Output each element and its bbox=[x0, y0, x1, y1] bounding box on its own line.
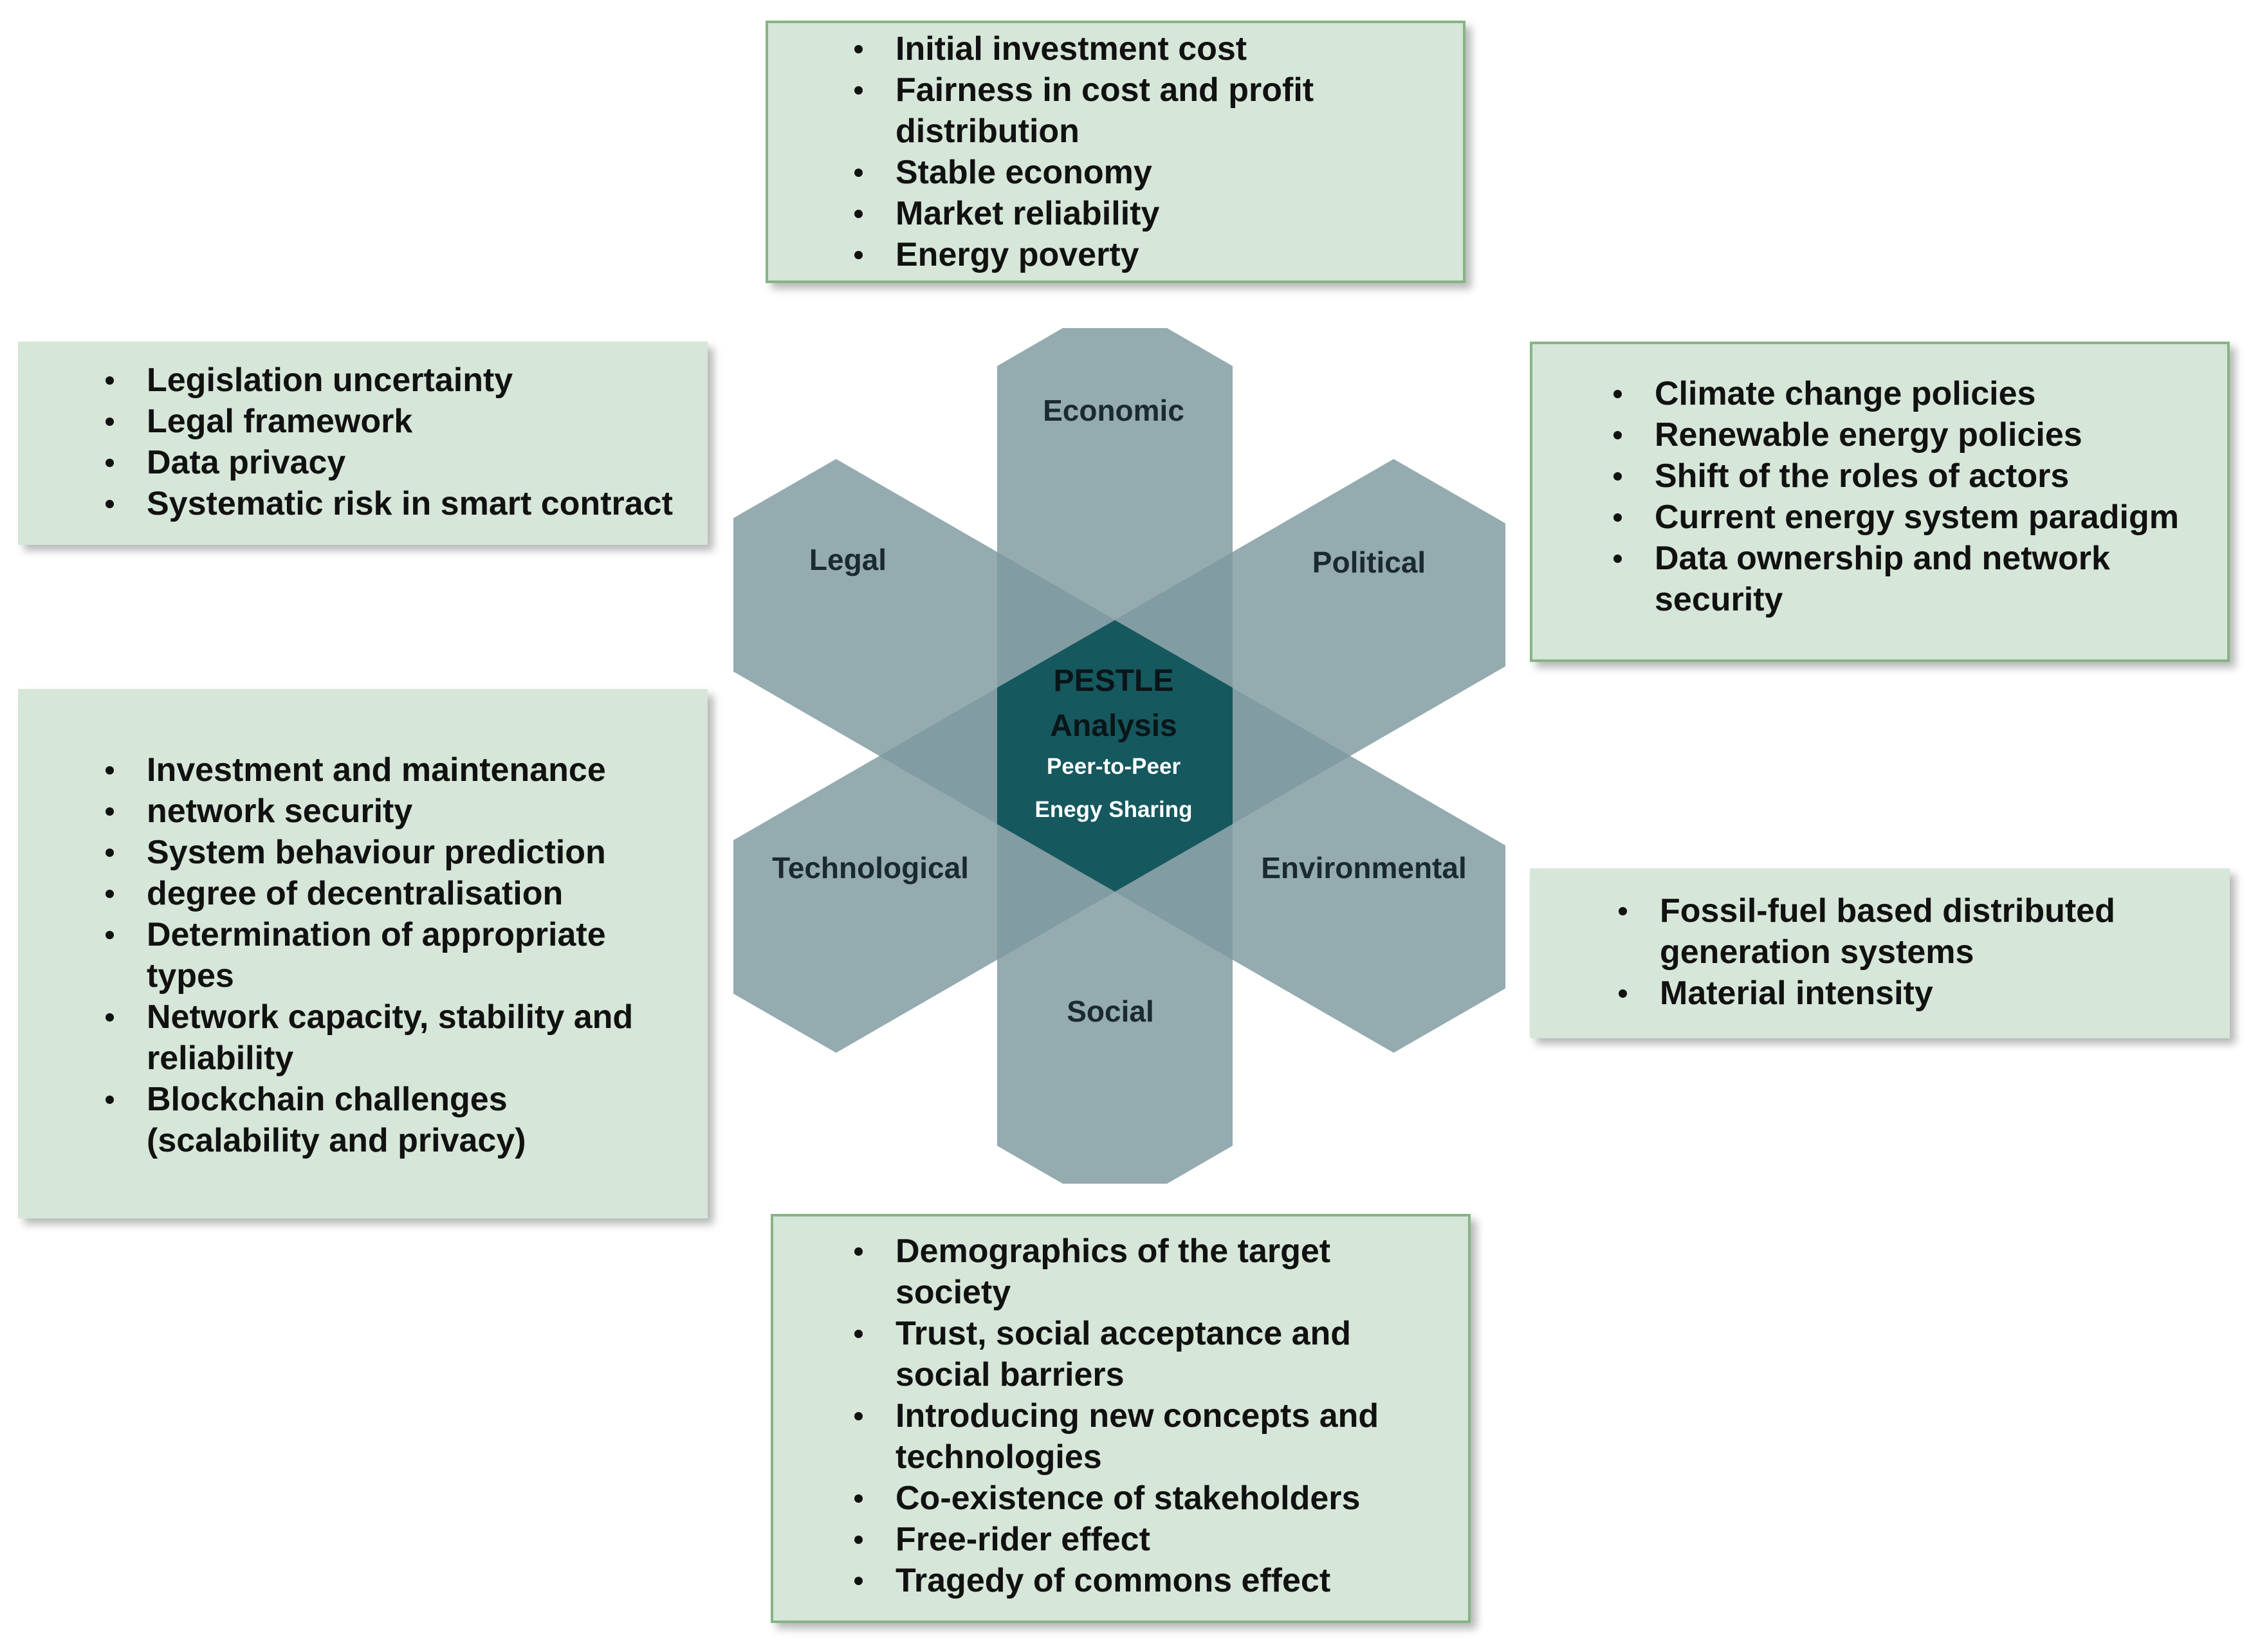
political-factor: Data ownership and network security bbox=[1613, 538, 2182, 620]
center-subtitle-line1: Peer-to-Peer bbox=[1047, 754, 1181, 779]
technological-factor: System behaviour prediction bbox=[106, 832, 705, 873]
social-factor: Tragedy of commons effect bbox=[854, 1560, 1468, 1601]
technological-factor: degree of decentralisation bbox=[106, 873, 705, 914]
legal-factor: Legislation uncertainty bbox=[106, 360, 705, 401]
center-title-line1: PESTLE bbox=[1054, 664, 1174, 698]
technological-factors-box: Investment and maintenance network secur… bbox=[18, 689, 708, 1218]
center-title-line2: Analysis bbox=[1050, 709, 1177, 743]
political-factor: Shift of the roles of actors bbox=[1613, 455, 2227, 497]
legal-factor: Data privacy bbox=[106, 442, 705, 483]
technological-factor: Network capacity, stability and reliabil… bbox=[106, 996, 674, 1079]
economic-factors-list: Initial investment cost Fairness in cost… bbox=[768, 28, 1463, 275]
economic-factor: Market reliability bbox=[854, 193, 1463, 234]
technological-factor: Investment and maintenance bbox=[106, 749, 705, 791]
social-factor: Free-rider effect bbox=[854, 1519, 1468, 1560]
petal-label-economic: Economic bbox=[1043, 394, 1184, 427]
economic-factor: Fairness in cost and profit distribution bbox=[854, 69, 1359, 152]
political-factors-list: Climate change policies Renewable energy… bbox=[1532, 373, 2227, 620]
technological-factors-list: Investment and maintenance network secur… bbox=[21, 749, 705, 1161]
petal-label-technological: Technological bbox=[772, 851, 969, 885]
social-factors-box: Demographics of the target society Trust… bbox=[771, 1214, 1471, 1623]
technological-factor: network security bbox=[106, 791, 705, 832]
political-factors-box: Climate change policies Renewable energy… bbox=[1530, 342, 2230, 662]
social-factor: Demographics of the target society bbox=[854, 1231, 1384, 1313]
petal-label-political: Political bbox=[1312, 546, 1426, 579]
social-factor: Trust, social acceptance and social barr… bbox=[854, 1313, 1384, 1395]
social-factors-list: Demographics of the target society Trust… bbox=[773, 1231, 1468, 1601]
environmental-factors-list: Fossil-fuel based distributed generation… bbox=[1532, 890, 2227, 1014]
petal-group: Economic Political Legal Technological E… bbox=[733, 328, 1505, 1184]
economic-factor: Stable economy bbox=[854, 152, 1463, 193]
economic-factors-box: Initial investment cost Fairness in cost… bbox=[766, 21, 1465, 283]
environmental-factors-box: Fossil-fuel based distributed generation… bbox=[1530, 868, 2230, 1038]
legal-factors-list: Legislation uncertainty Legal framework … bbox=[21, 360, 705, 524]
economic-factor: Energy poverty bbox=[854, 234, 1463, 275]
legal-factor: Legal framework bbox=[106, 401, 705, 442]
legal-factors-box: Legislation uncertainty Legal framework … bbox=[18, 342, 708, 545]
legal-factor: Systematic risk in smart contract bbox=[106, 483, 705, 524]
center-hexagon bbox=[997, 620, 1233, 892]
technological-factor: Determination of appropriate types bbox=[106, 914, 648, 996]
technological-factor: Blockchain challenges (scalability and p… bbox=[106, 1079, 597, 1161]
pestle-hexagon-diagram: Economic Political Legal Technological E… bbox=[733, 328, 1505, 1184]
environmental-factor: Material intensity bbox=[1619, 973, 2227, 1014]
political-factor: Climate change policies bbox=[1613, 373, 2227, 414]
petal-label-environmental: Environmental bbox=[1261, 851, 1467, 885]
petal-label-legal: Legal bbox=[809, 543, 887, 576]
political-factor: Renewable energy policies bbox=[1613, 414, 2227, 455]
economic-factor: Initial investment cost bbox=[854, 28, 1463, 69]
social-factor: Introducing new concepts and technologie… bbox=[854, 1395, 1423, 1478]
political-factor: Current energy system paradigm bbox=[1613, 497, 2227, 538]
petal-label-social: Social bbox=[1067, 995, 1154, 1028]
environmental-factor: Fossil-fuel based distributed generation… bbox=[1619, 890, 2174, 973]
center-subtitle-line2: Enegy Sharing bbox=[1034, 797, 1192, 822]
social-factor: Co-existence of stakeholders bbox=[854, 1478, 1468, 1519]
